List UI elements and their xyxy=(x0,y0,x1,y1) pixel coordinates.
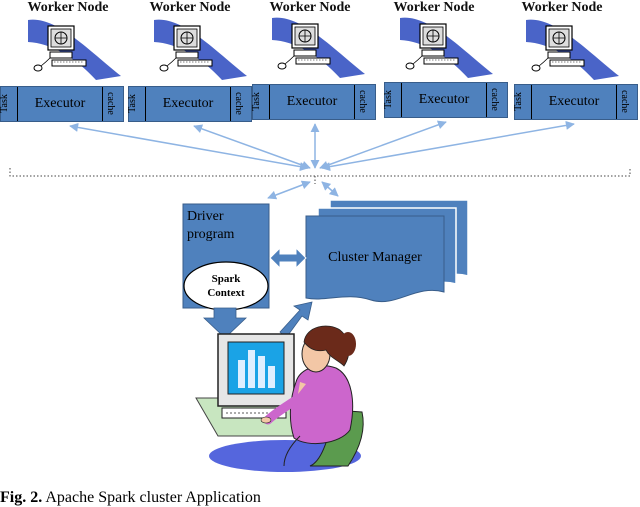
worker-computer-icon-3 xyxy=(271,17,366,79)
executor-label: Executor xyxy=(548,94,600,109)
cache-label: cache xyxy=(232,92,244,115)
task-label: Task xyxy=(0,94,10,113)
executor-label: Executor xyxy=(34,96,86,111)
worker-node-title-5: Worker Node xyxy=(521,0,603,15)
task-label: Task xyxy=(250,92,262,111)
executor-label: Executor xyxy=(162,96,214,111)
arrow-executor-2 xyxy=(193,124,311,170)
executor-box-1: Task Executor cache xyxy=(0,86,124,122)
driver-program-label: Driver program xyxy=(187,209,235,242)
figure-caption: Fig. 2. Apache Spark cluster Application xyxy=(0,489,261,507)
worker-computer-icon-2 xyxy=(153,19,248,81)
user-at-computer-illustration xyxy=(195,325,364,472)
arrow-to-driver xyxy=(267,180,311,200)
arrow-executor-5 xyxy=(321,120,575,172)
spark-context-label: Spark Context xyxy=(207,273,245,299)
caption-text: Apache Spark cluster Application xyxy=(42,489,261,506)
arrow-executor-4 xyxy=(319,120,447,170)
user-to-cluster-arrow xyxy=(279,301,313,339)
arrow-to-cluster-manager xyxy=(321,181,339,197)
executor-box-3: Task Executor cache xyxy=(250,84,376,120)
driver-cluster-double-arrow xyxy=(269,246,307,270)
worker-node-title-3: Worker Node xyxy=(269,0,351,15)
worker-node-title-2: Worker Node xyxy=(149,0,231,15)
cache-label: cache xyxy=(356,90,368,113)
cache-label: cache xyxy=(488,88,500,111)
executor-box-2: Task Executor cache xyxy=(126,86,252,122)
executor-box-4: Task Executor cache xyxy=(382,82,508,118)
driver-to-user-arrow xyxy=(203,307,247,339)
executor-box-5: Task Executor cache xyxy=(512,84,638,120)
cluster-manager-box xyxy=(305,215,445,303)
executor-label: Executor xyxy=(286,94,338,109)
caption-prefix: Fig. 2. xyxy=(0,489,43,506)
cache-label: cache xyxy=(104,92,116,115)
cache-label: cache xyxy=(618,90,630,113)
dotted-bracket xyxy=(9,168,631,177)
worker-computer-icon-1 xyxy=(27,19,122,81)
worker-computer-icon-4 xyxy=(399,17,494,79)
task-label: Task xyxy=(382,90,394,109)
task-label: Task xyxy=(126,94,138,113)
worker-computer-icon-5 xyxy=(525,19,620,81)
executor-label: Executor xyxy=(418,92,470,107)
task-label: Task xyxy=(512,92,524,111)
arrow-executor-1 xyxy=(69,122,309,172)
worker-node-title-4: Worker Node xyxy=(393,0,475,15)
cluster-manager-label: Cluster Manager xyxy=(328,250,422,265)
worker-node-title-1: Worker Node xyxy=(27,0,109,15)
